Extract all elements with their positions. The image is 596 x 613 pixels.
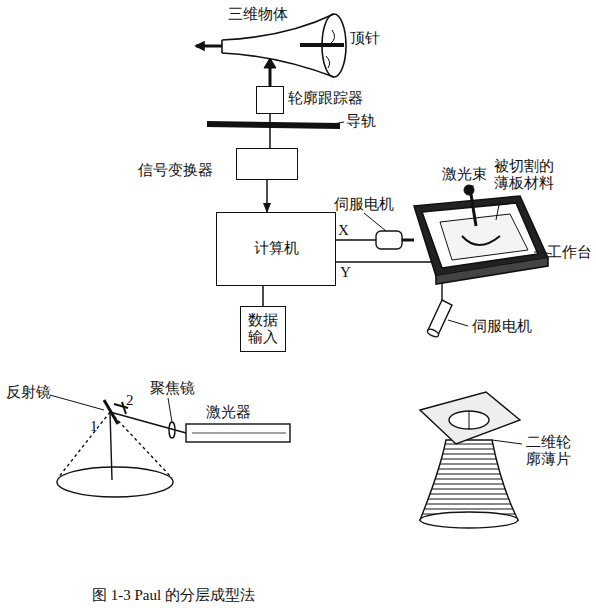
leader-line <box>328 122 344 125</box>
process-box <box>256 86 284 114</box>
connector <box>262 286 264 306</box>
part-label: 激光器 <box>206 404 251 421</box>
guide-rail <box>207 124 340 126</box>
box-label: 轮廓跟踪器 <box>288 90 363 107</box>
slice-stack <box>420 392 522 528</box>
stylus <box>264 58 276 86</box>
part-label: 反射镜 <box>6 384 51 401</box>
part-label: 聚焦镜 <box>150 380 195 397</box>
part-label: 被切割的薄板材料 <box>494 158 556 193</box>
horn-object <box>196 14 346 77</box>
part-label: 工作台 <box>547 244 592 261</box>
connector <box>269 114 271 148</box>
part-label: 导轨 <box>346 113 376 130</box>
laser-optics <box>50 395 290 497</box>
part-label: 伺服电机 <box>472 318 532 335</box>
figure-caption: 图 1-3 Paul 的分层成型法 <box>92 586 255 605</box>
process-box: 计算机 <box>216 212 336 286</box>
callout-number: X <box>338 222 349 239</box>
process-box: 数据输入 <box>240 306 286 352</box>
connector <box>266 180 268 212</box>
servo-motor-y <box>426 300 468 338</box>
box-label: 信号变换器 <box>138 162 213 179</box>
part-label: 激光束 <box>442 166 487 183</box>
callout-number: 1 <box>90 418 98 435</box>
part-label: 顶针 <box>350 30 380 47</box>
part-label: 三维物体 <box>228 6 288 23</box>
laser-beam <box>464 185 476 226</box>
box-label: 数据输入 <box>247 312 279 347</box>
part-label: 伺服电机 <box>334 196 394 213</box>
process-box <box>236 148 298 180</box>
leader-line <box>496 200 552 254</box>
servo-motor-x <box>364 213 414 249</box>
part-label: 二维轮廓薄片 <box>526 434 574 469</box>
worktable <box>414 196 548 284</box>
callout-number: 2 <box>126 392 134 409</box>
box-label: 计算机 <box>217 240 335 257</box>
callout-number: Y <box>340 264 351 281</box>
